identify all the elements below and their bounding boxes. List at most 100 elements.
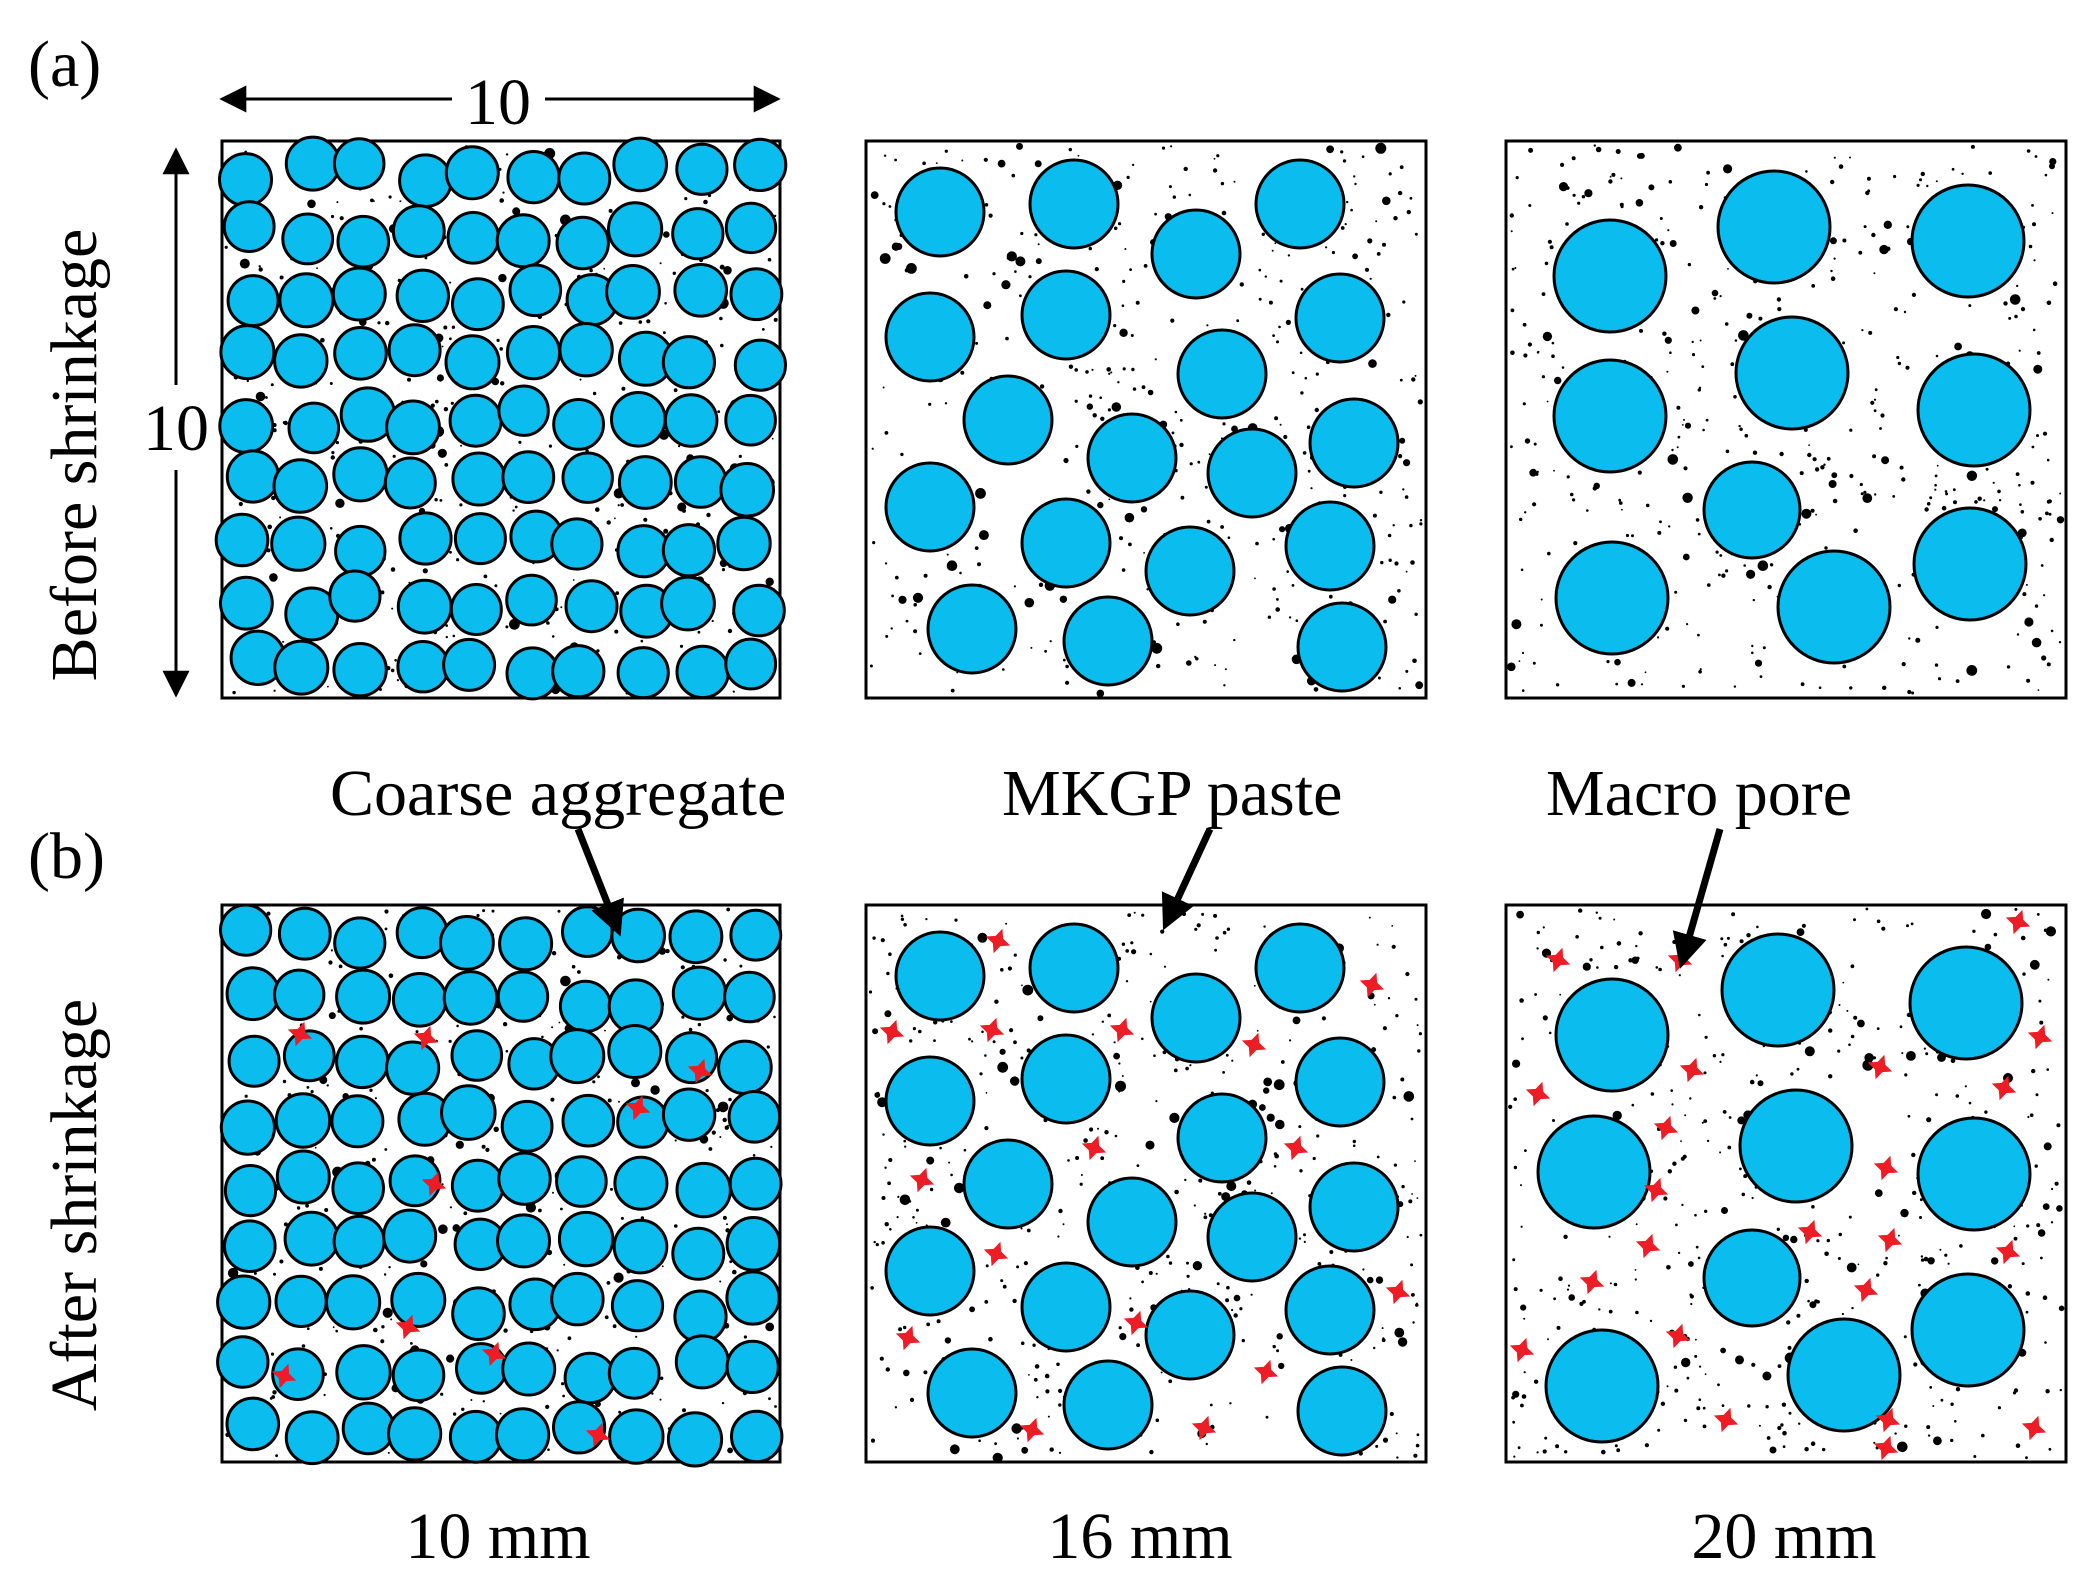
macro-pore-star: [625, 1095, 651, 1121]
aggregate-circle: [1554, 977, 1670, 1093]
aggregate-circle: [564, 579, 619, 634]
aggregate-circle: [555, 215, 610, 271]
aggregate-circle: [724, 201, 778, 255]
annotation-macro-pore: Macro pore: [1546, 757, 1852, 830]
macro-pore-star: [2005, 909, 2031, 935]
aggregate-circle: [673, 455, 728, 509]
aggregate-circle: [451, 451, 507, 507]
macro-pore-star: [1283, 1135, 1309, 1161]
aggregate-circle: [884, 291, 976, 383]
aggregate-circle: [391, 1348, 446, 1403]
aggregate-circle: [723, 970, 776, 1024]
aggregate-circle: [335, 1344, 392, 1401]
aggregate-circle: [439, 915, 495, 971]
aggregate-circle: [1554, 540, 1670, 656]
aggregate-circle: [561, 1093, 616, 1148]
aggregate-circle: [675, 1161, 732, 1219]
aggregate-circle: [223, 1219, 277, 1273]
aggregate-circle: [962, 1138, 1054, 1230]
aggregate-circle: [555, 1155, 608, 1208]
aggregate-circle: [1308, 1161, 1400, 1253]
aggregate-circle: [605, 264, 661, 320]
row-title-after: After shrinkage: [38, 999, 111, 1411]
aggregate-circle: [607, 1024, 663, 1079]
column-label-16mm: 16 mm: [1047, 1500, 1232, 1573]
aggregate-circle: [335, 1034, 390, 1090]
macro-pore-star: [1665, 1323, 1691, 1349]
specimen-before-20mm: [1504, 139, 2068, 700]
aggregate-circle: [671, 1226, 726, 1281]
aggregate-circle: [666, 1411, 724, 1468]
aggregate-circle: [675, 644, 730, 700]
aggregate-circle: [661, 523, 717, 578]
aggregate-circle: [1150, 972, 1242, 1064]
aggregate-circle: [334, 524, 387, 578]
aggregate-circle: [494, 1407, 551, 1463]
aggregate-circle: [449, 583, 503, 636]
aggregate-circle: [500, 1099, 554, 1153]
macro-pore-star: [271, 1363, 297, 1389]
aggregate-circle: [675, 142, 729, 196]
aggregate-circle: [608, 1408, 665, 1465]
aggregate-circle: [216, 1274, 272, 1330]
aggregate-circle: [1702, 1228, 1802, 1328]
aggregate-circle: [332, 1214, 386, 1268]
aggregate-circle: [396, 578, 453, 635]
aggregate-circle: [561, 905, 614, 958]
aggregate-circle: [1144, 1289, 1236, 1381]
aggregate-circle: [610, 907, 667, 964]
macro-pore-star: [481, 1341, 507, 1367]
aggregate-circle: [448, 1409, 503, 1464]
aggregate-circle: [610, 391, 667, 448]
aggregate-circle: [398, 153, 453, 208]
aggregate-circle: [661, 335, 717, 390]
aggregate-circle: [274, 1274, 328, 1329]
aggregate-circle: [561, 451, 614, 504]
aggregate-circle: [446, 211, 501, 265]
aggregate-circle: [1176, 328, 1268, 420]
row-title-before: Before shrinkage: [38, 229, 111, 682]
macro-pore-star: [1853, 1277, 1879, 1303]
macro-pore-star: [879, 1019, 905, 1045]
aggregate-circle: [884, 1055, 976, 1147]
aggregate-circle: [396, 640, 450, 694]
aggregate-circle: [227, 1034, 281, 1088]
aggregate-circle: [1738, 1088, 1854, 1204]
aggregate-circle: [333, 326, 388, 381]
macro-pore-star: [395, 1314, 421, 1340]
macro-pore-star: [1653, 1115, 1679, 1141]
aggregate-circle: [498, 916, 554, 972]
aggregate-circle: [558, 979, 613, 1033]
aggregate-circle: [728, 1156, 783, 1211]
aggregate-circle: [453, 512, 507, 566]
aggregate-circle: [332, 137, 386, 190]
aggregate-circle: [1552, 358, 1668, 474]
aggregate-circle: [277, 906, 332, 961]
macro-pore-star: [1643, 1177, 1669, 1203]
aggregate-circle: [549, 1028, 606, 1085]
aggregate-circle: [219, 903, 273, 957]
aggregate-circle: [398, 511, 453, 566]
aggregate-circle: [671, 965, 728, 1021]
aggregate-circle: [671, 207, 725, 261]
specimen-after-20mm: [1504, 903, 2068, 1464]
aggregate-circle: [223, 1164, 278, 1218]
aggregate-circle: [331, 1161, 386, 1215]
aggregate-circle: [450, 1029, 504, 1082]
aggregate-circle: [1150, 208, 1242, 300]
aggregate-circle: [674, 1334, 730, 1390]
macro-pore-star: [1877, 1227, 1903, 1253]
macro-pore-star: [2027, 1024, 2053, 1050]
aggregate-circle: [926, 583, 1018, 675]
aggregate-circle: [617, 455, 673, 510]
aggregate-circle: [505, 325, 562, 381]
aggregate-circle: [1716, 169, 1832, 285]
aggregate-circle: [1720, 932, 1836, 1048]
aggregate-circle: [272, 458, 329, 514]
macro-pore-star: [1873, 1435, 1899, 1461]
aggregate-circle: [497, 1151, 552, 1206]
aggregate-circle: [395, 268, 450, 323]
specimen-before-16mm: [864, 139, 1428, 700]
aggregate-circle: [225, 449, 280, 504]
aggregate-circle: [1702, 460, 1802, 560]
